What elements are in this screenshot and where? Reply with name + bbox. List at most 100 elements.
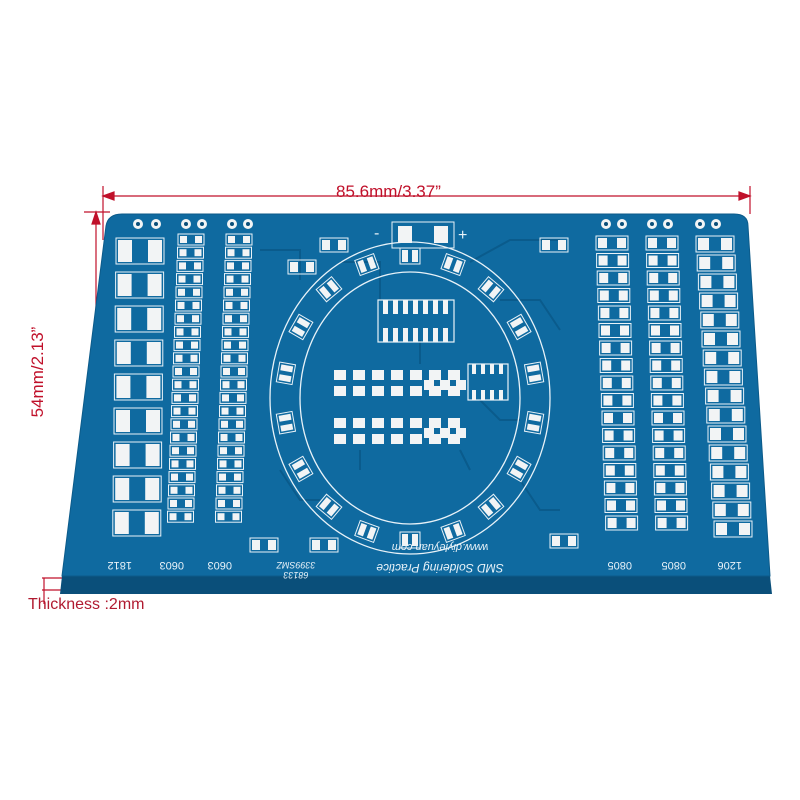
pad [223, 368, 230, 375]
pad [146, 410, 160, 432]
footprint-0805 [645, 235, 679, 251]
footprint-0805 [605, 515, 639, 531]
pad [624, 465, 634, 476]
footprint-0805 [603, 480, 637, 496]
pad [178, 275, 186, 283]
pad [552, 536, 560, 546]
via-hole-center [666, 222, 670, 226]
pad [481, 503, 494, 517]
pad [328, 540, 336, 550]
footprint-outline [477, 493, 505, 521]
footprint-0603 [223, 299, 250, 312]
pad [622, 395, 632, 406]
pad [448, 386, 460, 396]
footprint-0805 [596, 253, 630, 268]
pad [733, 428, 744, 440]
pad [188, 407, 196, 415]
pad [221, 407, 229, 415]
footprint-1812 [113, 407, 163, 435]
footprint-outline [175, 286, 203, 299]
inner-footprint [334, 370, 346, 396]
footprint-1206 [709, 463, 749, 481]
pad [172, 447, 179, 455]
column-label-0805-b: 0805 [662, 559, 686, 571]
pad [443, 256, 454, 270]
pad [193, 275, 201, 283]
pad [179, 249, 187, 257]
pad [526, 364, 540, 373]
pad [701, 295, 713, 307]
trace [279, 469, 320, 501]
footprint-outline [599, 340, 633, 356]
footprint-0805 [600, 375, 634, 391]
ic-pin [433, 328, 438, 342]
footprint-outline [549, 533, 579, 549]
pad [239, 341, 246, 349]
footprint-0603 [177, 233, 205, 246]
pad [606, 483, 616, 493]
pad [711, 447, 723, 459]
pad [514, 325, 529, 337]
pad [238, 354, 246, 362]
footprint-0603 [216, 471, 244, 484]
pad [672, 395, 682, 406]
inner-footprint [372, 418, 384, 444]
pad [169, 513, 177, 521]
footprint-0603 [171, 391, 199, 404]
pad [598, 238, 607, 248]
footprint-outline [177, 246, 204, 259]
footprint-1206 [697, 273, 737, 291]
via-hole-center [604, 222, 608, 226]
pad [604, 430, 614, 441]
pad [233, 486, 241, 494]
column-label-0603-a: 0603 [160, 559, 184, 571]
pad [148, 240, 162, 262]
footprint-outline [223, 286, 251, 299]
inner-footprint [456, 380, 466, 438]
footprint-outline [600, 375, 634, 391]
pad [280, 364, 294, 373]
ring-led-footprint [288, 313, 314, 341]
pad [240, 315, 247, 323]
polarity-plus: + [458, 227, 467, 244]
pad [145, 478, 160, 500]
footprint-0805 [647, 305, 681, 321]
footprint-0805 [647, 288, 681, 303]
ring-led-footprint [506, 313, 532, 341]
pad [240, 302, 248, 309]
pad [452, 523, 463, 537]
pad [649, 273, 659, 283]
footprint-outline [222, 312, 250, 325]
footprint-0603 [170, 431, 197, 444]
pad [657, 518, 667, 528]
footprint-outline [652, 445, 686, 461]
pad [625, 483, 635, 493]
footprint-1206 [695, 235, 735, 253]
ring-led-footprint [523, 410, 545, 435]
footprint-1812 [114, 305, 164, 333]
ic-pin [423, 328, 428, 342]
pad [234, 473, 241, 481]
pad [116, 410, 130, 432]
ring-led-footprint [477, 275, 505, 303]
pad [657, 500, 666, 511]
pad [190, 354, 198, 362]
footprint-outline [249, 537, 279, 553]
pad [604, 413, 613, 423]
pad [481, 279, 494, 293]
footprint-0805 [646, 270, 680, 286]
footprint-outline [604, 498, 638, 513]
pad [189, 381, 197, 389]
pad [605, 448, 615, 458]
ic-pin [393, 328, 398, 342]
footprint-0805 [649, 358, 683, 373]
footprint-outline [225, 233, 253, 246]
pad [601, 343, 611, 353]
pad [402, 534, 408, 546]
ic-pin [383, 328, 388, 342]
footprint-outline [173, 352, 200, 365]
pad [727, 333, 738, 345]
pad [235, 434, 243, 441]
inner-footprint [372, 370, 384, 396]
footprint-0805 [599, 358, 633, 373]
